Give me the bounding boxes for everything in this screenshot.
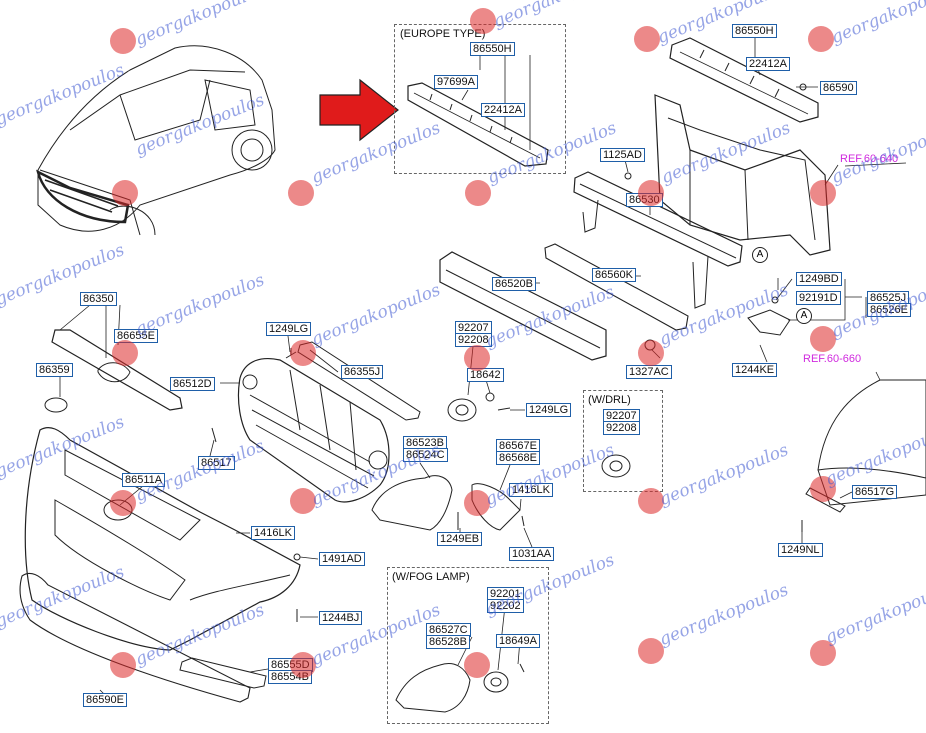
part-label-92207-upper[interactable]: 92207 bbox=[455, 321, 492, 335]
part-label-22412A[interactable]: 22412A bbox=[746, 57, 790, 71]
group-title-europe-type: (EUROPE TYPE) bbox=[400, 28, 486, 40]
part-label-86550H-europe[interactable]: 86550H bbox=[470, 42, 515, 56]
part-label-92208-drl[interactable]: 92208 bbox=[603, 421, 640, 435]
part-label-86528B[interactable]: 86528B bbox=[426, 635, 470, 649]
part-label-86524C[interactable]: 86524C bbox=[403, 448, 448, 462]
part-label-86520B[interactable]: 86520B bbox=[492, 277, 536, 291]
part-label-92202[interactable]: 92202 bbox=[487, 599, 524, 613]
part-label-97699A[interactable]: 97699A bbox=[434, 75, 478, 89]
part-label-92201[interactable]: 92201 bbox=[487, 587, 524, 601]
part-label-86550H[interactable]: 86550H bbox=[732, 24, 777, 38]
ref-60-640-link[interactable]: REF.60-640 bbox=[840, 153, 899, 165]
part-label-86359[interactable]: 86359 bbox=[36, 363, 73, 377]
part-label-1249EB[interactable]: 1249EB bbox=[437, 532, 483, 546]
part-label-86512D[interactable]: 86512D bbox=[170, 377, 215, 391]
part-label-92208-upper[interactable]: 92208 bbox=[455, 333, 492, 347]
callout-a-upper: A bbox=[752, 247, 768, 263]
part-label-86568E[interactable]: 86568E bbox=[496, 451, 540, 465]
part-label-1249LG-upper[interactable]: 1249LG bbox=[266, 322, 312, 336]
part-label-1249BD[interactable]: 1249BD bbox=[796, 272, 842, 286]
part-label-86527C[interactable]: 86527C bbox=[426, 623, 471, 637]
part-label-22412A-europe[interactable]: 22412A bbox=[481, 103, 525, 117]
part-label-86530[interactable]: 86530 bbox=[626, 193, 663, 207]
part-label-1327AC[interactable]: 1327AC bbox=[626, 365, 672, 379]
car-thumbnail bbox=[36, 45, 276, 236]
part-label-1244BJ[interactable]: 1244BJ bbox=[319, 611, 363, 625]
part-label-86526E[interactable]: 86526E bbox=[867, 303, 911, 317]
part-label-92191D[interactable]: 92191D bbox=[796, 291, 841, 305]
part-label-1031AA[interactable]: 1031AA bbox=[509, 547, 555, 561]
part-label-1244KE[interactable]: 1244KE bbox=[732, 363, 778, 377]
part-label-86511A[interactable]: 86511A bbox=[122, 473, 166, 487]
part-label-18649A[interactable]: 18649A bbox=[496, 634, 540, 648]
group-title-w-fog-lamp: (W/FOG LAMP) bbox=[392, 571, 470, 583]
ref-60-660-link[interactable]: REF.60-660 bbox=[803, 353, 862, 365]
callout-a-lower: A bbox=[796, 308, 812, 324]
w-drl-box bbox=[583, 390, 663, 492]
part-label-86517[interactable]: 86517 bbox=[198, 456, 235, 470]
part-label-1491AD[interactable]: 1491AD bbox=[319, 552, 365, 566]
group-title-w-drl: (W/DRL) bbox=[588, 394, 631, 406]
pointer-arrow bbox=[319, 78, 399, 142]
part-label-86590E[interactable]: 86590E bbox=[83, 693, 127, 707]
part-label-86590[interactable]: 86590 bbox=[820, 81, 857, 95]
part-label-86517G[interactable]: 86517G bbox=[852, 485, 898, 499]
part-label-18642[interactable]: 18642 bbox=[467, 368, 504, 382]
part-label-86554B[interactable]: 86554B bbox=[268, 670, 312, 684]
part-label-86655E[interactable]: 86655E bbox=[114, 329, 158, 343]
part-label-86350[interactable]: 86350 bbox=[80, 292, 117, 306]
part-label-86560K[interactable]: 86560K bbox=[592, 268, 636, 282]
part-label-1416LK-right[interactable]: 1416LK bbox=[509, 483, 553, 497]
part-label-1249NL[interactable]: 1249NL bbox=[778, 543, 823, 557]
part-label-1249LG-lower[interactable]: 1249LG bbox=[526, 403, 572, 417]
part-label-86355J[interactable]: 86355J bbox=[341, 365, 384, 379]
part-label-1416LK-left[interactable]: 1416LK bbox=[251, 526, 295, 540]
part-label-1125AD[interactable]: 1125AD bbox=[600, 148, 645, 162]
w-fog-lamp-box bbox=[387, 567, 549, 724]
